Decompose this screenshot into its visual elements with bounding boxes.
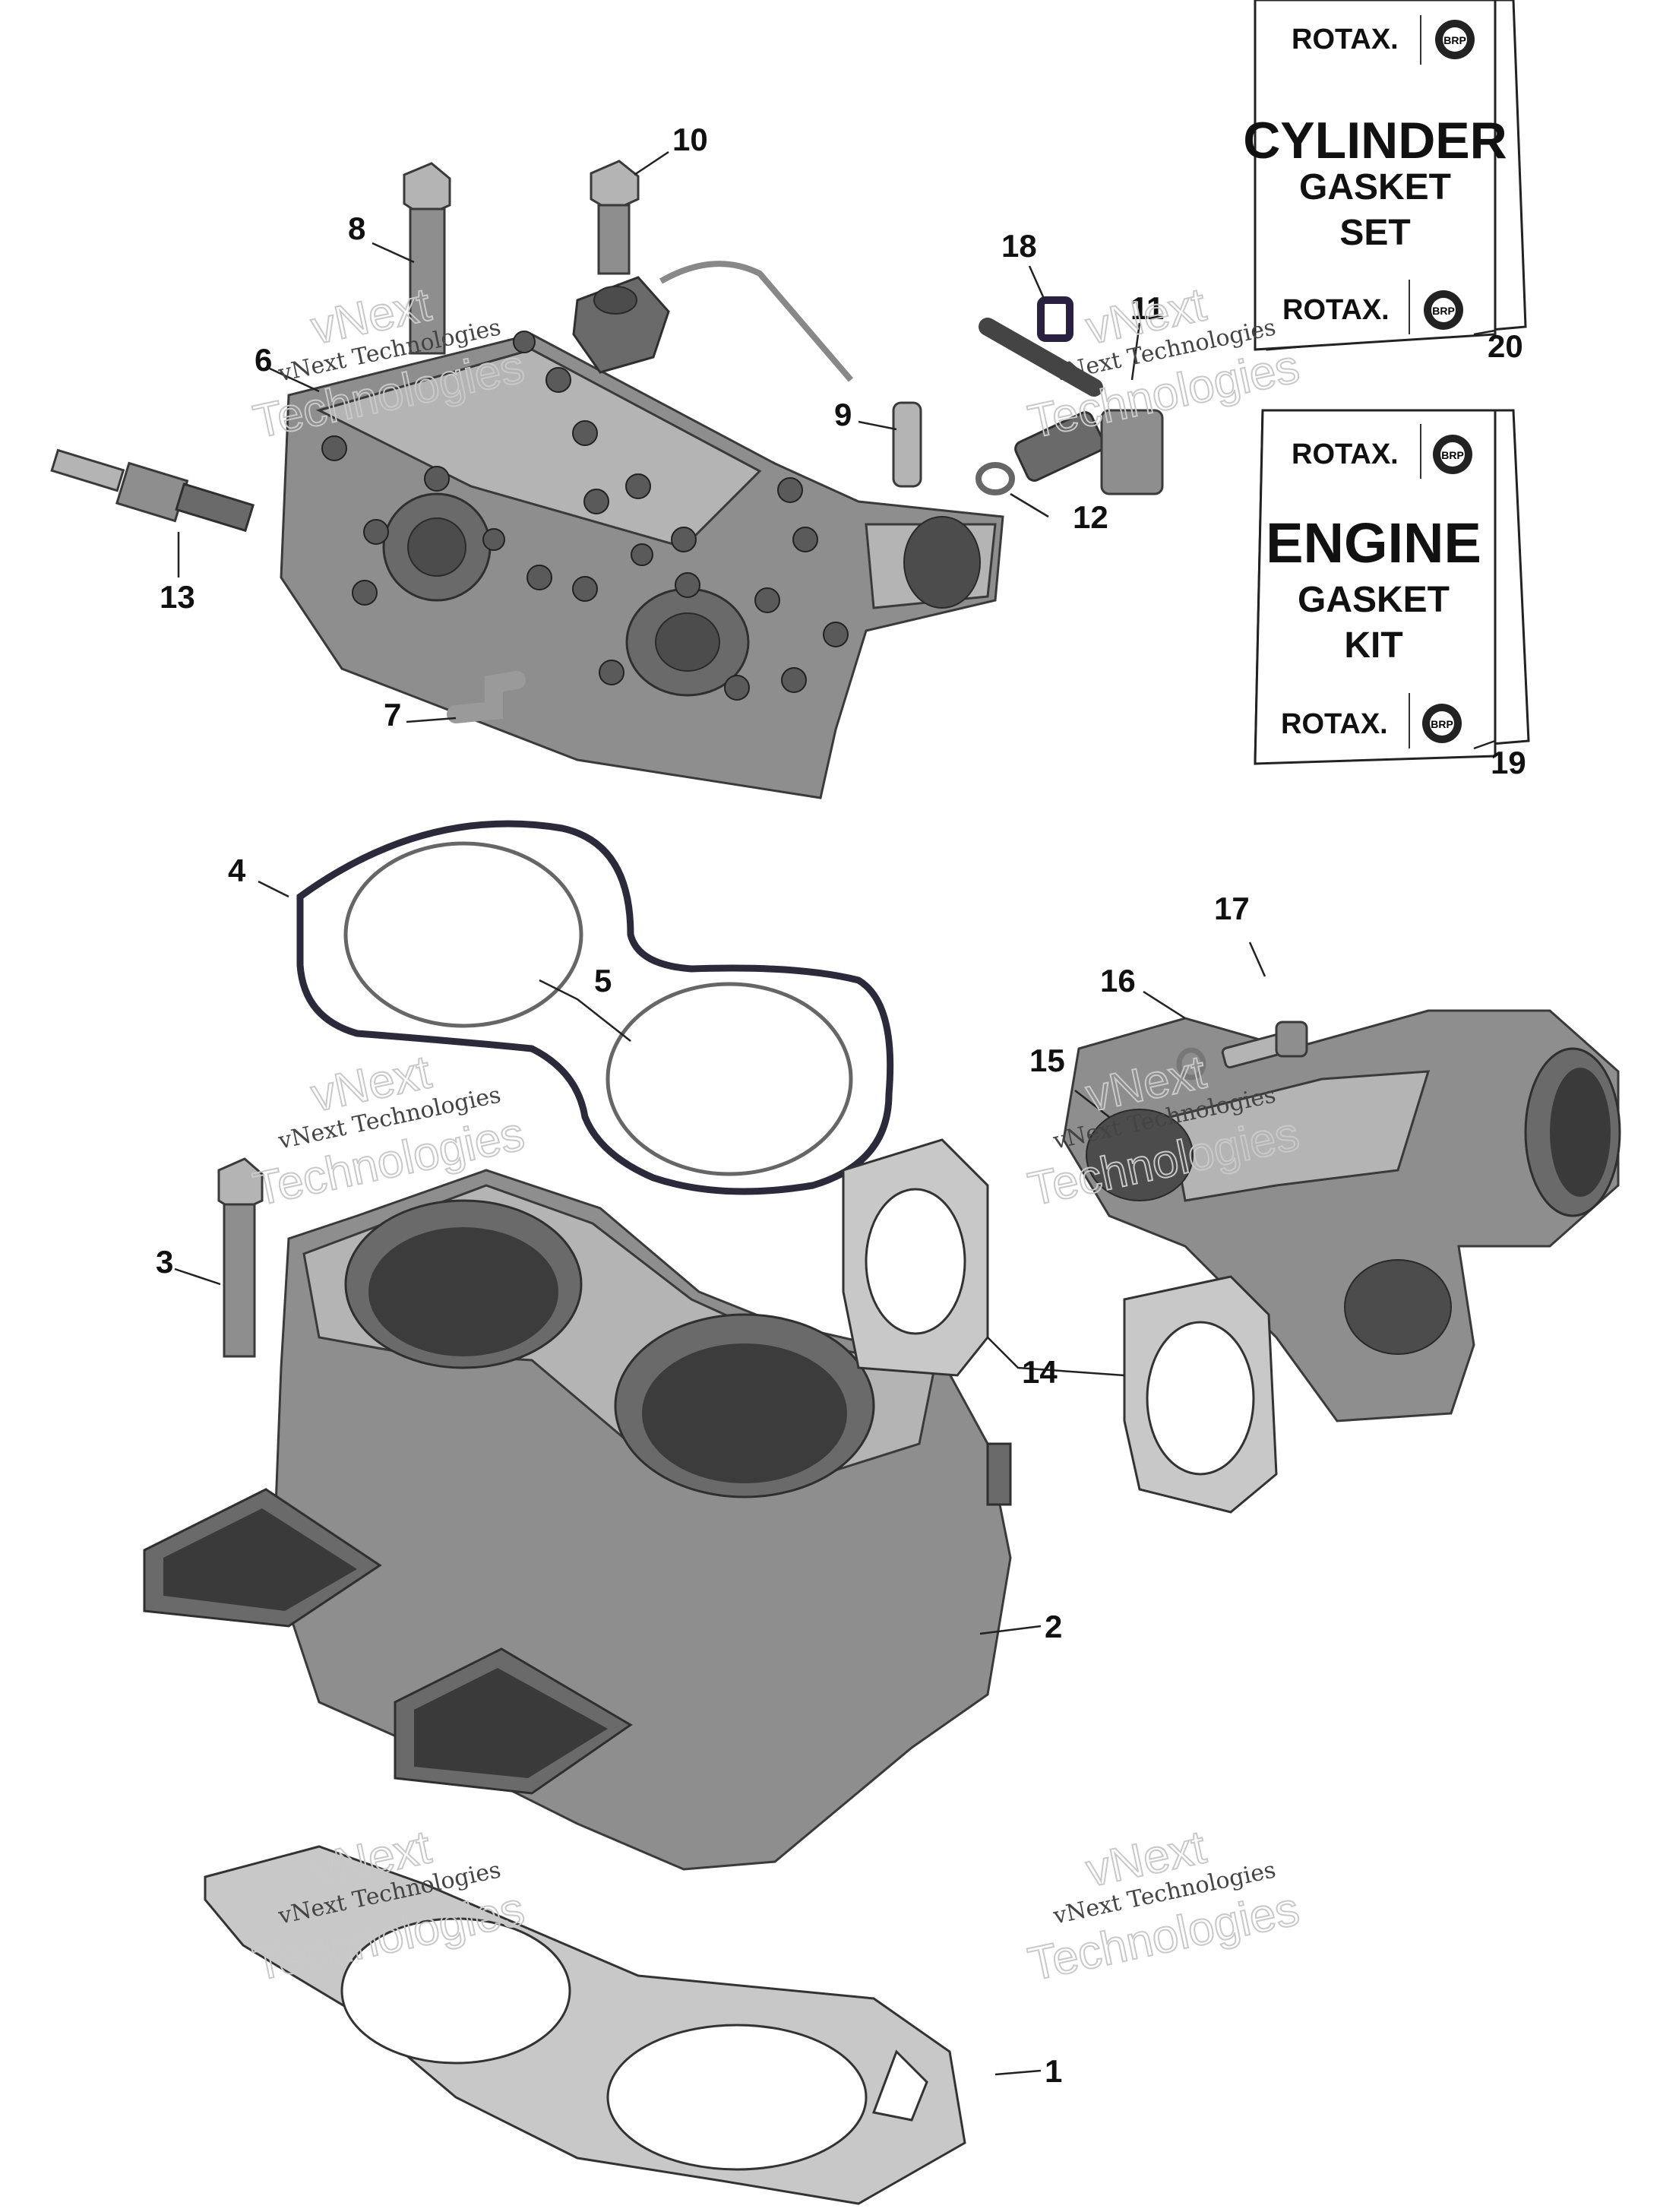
callout-13: 13 (160, 579, 195, 615)
knock-sensor[interactable] (572, 261, 854, 382)
kit-brand-top: ROTAX. (1292, 438, 1399, 470)
engine-gasket-kit-card[interactable]: ROTAX. BRP ENGINE GASKET KIT ROTAX. BRP (1254, 409, 1530, 765)
spark-plug[interactable] (50, 448, 255, 533)
callout-12: 12 (1073, 499, 1108, 535)
svg-text:BRP: BRP (1432, 305, 1455, 317)
callout-5: 5 (594, 963, 612, 998)
kit-brand-bottom: ROTAX. (1281, 708, 1388, 740)
callout-numbers: 1 2 3 4 5 6 7 8 9 10 11 12 13 14 15 16 1… (156, 122, 1526, 2089)
kit-title-line2: GASKET (1298, 580, 1450, 620)
callout-4: 4 (228, 853, 246, 888)
callout-8: 8 (348, 210, 365, 246)
cylinder-gasket-set-card[interactable]: ROTAX. BRP CYLINDER GASKET SET ROTAX. BR… (1243, 0, 1527, 351)
svg-text:BRP: BRP (1443, 34, 1466, 46)
cylinder-bolt[interactable] (217, 1157, 264, 1358)
kit-brand-bottom: ROTAX. (1282, 294, 1390, 326)
combustion-seal-rings[interactable] (343, 841, 853, 1176)
cylinder-head[interactable] (280, 331, 1004, 799)
base-gasket[interactable] (204, 1845, 966, 2205)
exhaust-manifold[interactable] (1062, 1009, 1621, 1422)
clip-18[interactable] (1037, 296, 1073, 342)
bolt-10[interactable] (590, 160, 640, 275)
cylinder-bores (344, 1199, 875, 1498)
leader-lines (174, 150, 1496, 2076)
svg-text:BRP: BRP (1441, 449, 1464, 461)
callout-16: 16 (1100, 963, 1136, 998)
callout-17: 17 (1214, 891, 1250, 926)
callout-14: 14 (1022, 1354, 1058, 1390)
callout-19: 19 (1491, 745, 1526, 780)
kit-title-line3: KIT (1344, 625, 1402, 666)
callout-15: 15 (1029, 1043, 1065, 1078)
cylinder-block[interactable] (143, 1169, 1012, 1871)
callout-1: 1 (1045, 2053, 1062, 2089)
kit-title-line1: CYLINDER (1243, 112, 1507, 169)
callout-2: 2 (1045, 1609, 1062, 1644)
kit-title-line1: ENGINE (1266, 511, 1481, 574)
fitting-7[interactable] (447, 671, 526, 723)
fitting-9[interactable] (892, 401, 922, 488)
sealing-ring-12[interactable] (975, 462, 1015, 495)
callout-10: 10 (672, 122, 708, 157)
kit-title-line3: SET (1339, 213, 1410, 253)
callout-7: 7 (384, 697, 401, 733)
head-o-ring[interactable] (296, 820, 894, 1195)
temperature-sensor[interactable] (979, 318, 1164, 495)
callout-6: 6 (255, 342, 272, 378)
callout-3: 3 (156, 1244, 173, 1280)
screw-17[interactable] (1221, 1021, 1308, 1069)
head-bolt-holes (321, 331, 849, 701)
exhaust-gaskets[interactable] (842, 1138, 1278, 1514)
kit-brand-top: ROTAX. (1292, 24, 1399, 55)
callout-20: 20 (1488, 328, 1523, 364)
callout-18: 18 (1001, 228, 1037, 264)
washer-16[interactable] (1176, 1047, 1206, 1081)
head-bolt[interactable] (403, 162, 451, 355)
callout-11: 11 (1130, 290, 1164, 326)
svg-text:BRP: BRP (1431, 718, 1453, 730)
callout-9: 9 (834, 397, 852, 432)
kit-title-line2: GASKET (1299, 167, 1451, 207)
